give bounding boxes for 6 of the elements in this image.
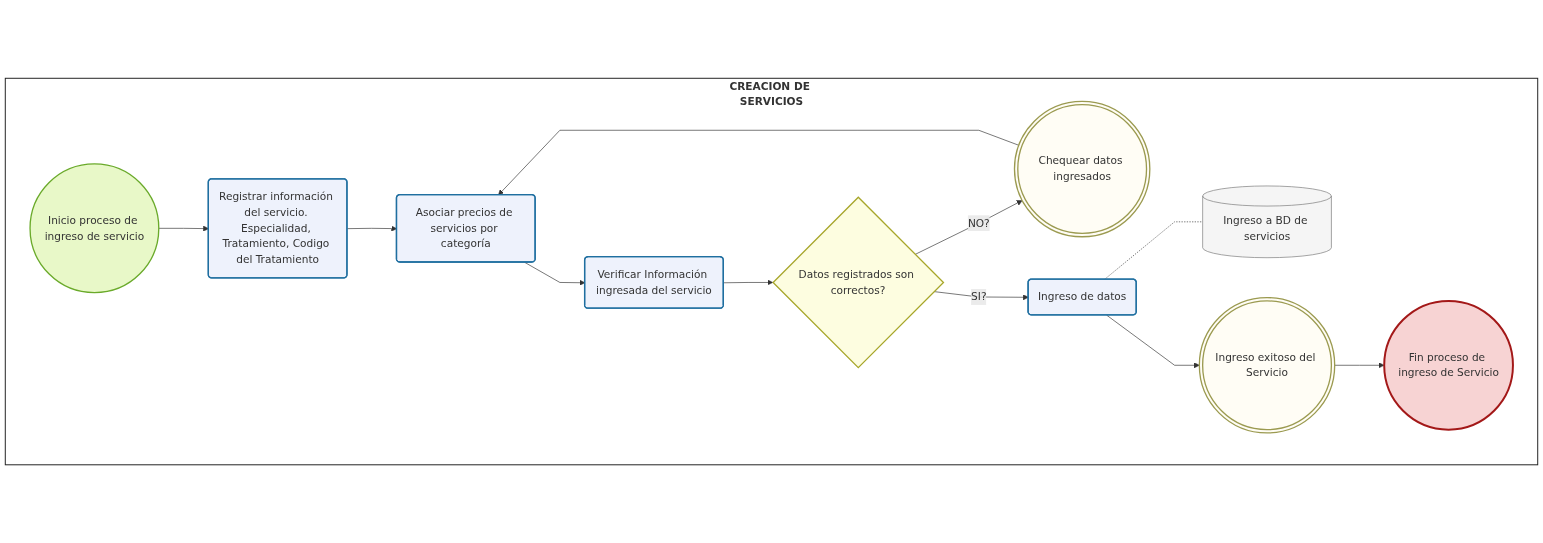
edge-label: SI? xyxy=(971,290,987,303)
node-circle: Inicio proceso de ingreso de servicio xyxy=(29,163,160,294)
node-circle: Fin proceso de ingreso de Servicio xyxy=(1383,299,1514,431)
edge-label: NO? xyxy=(967,216,990,230)
connector xyxy=(1104,221,1203,280)
node-diamond: Datos registrados son correctos? xyxy=(772,196,945,369)
